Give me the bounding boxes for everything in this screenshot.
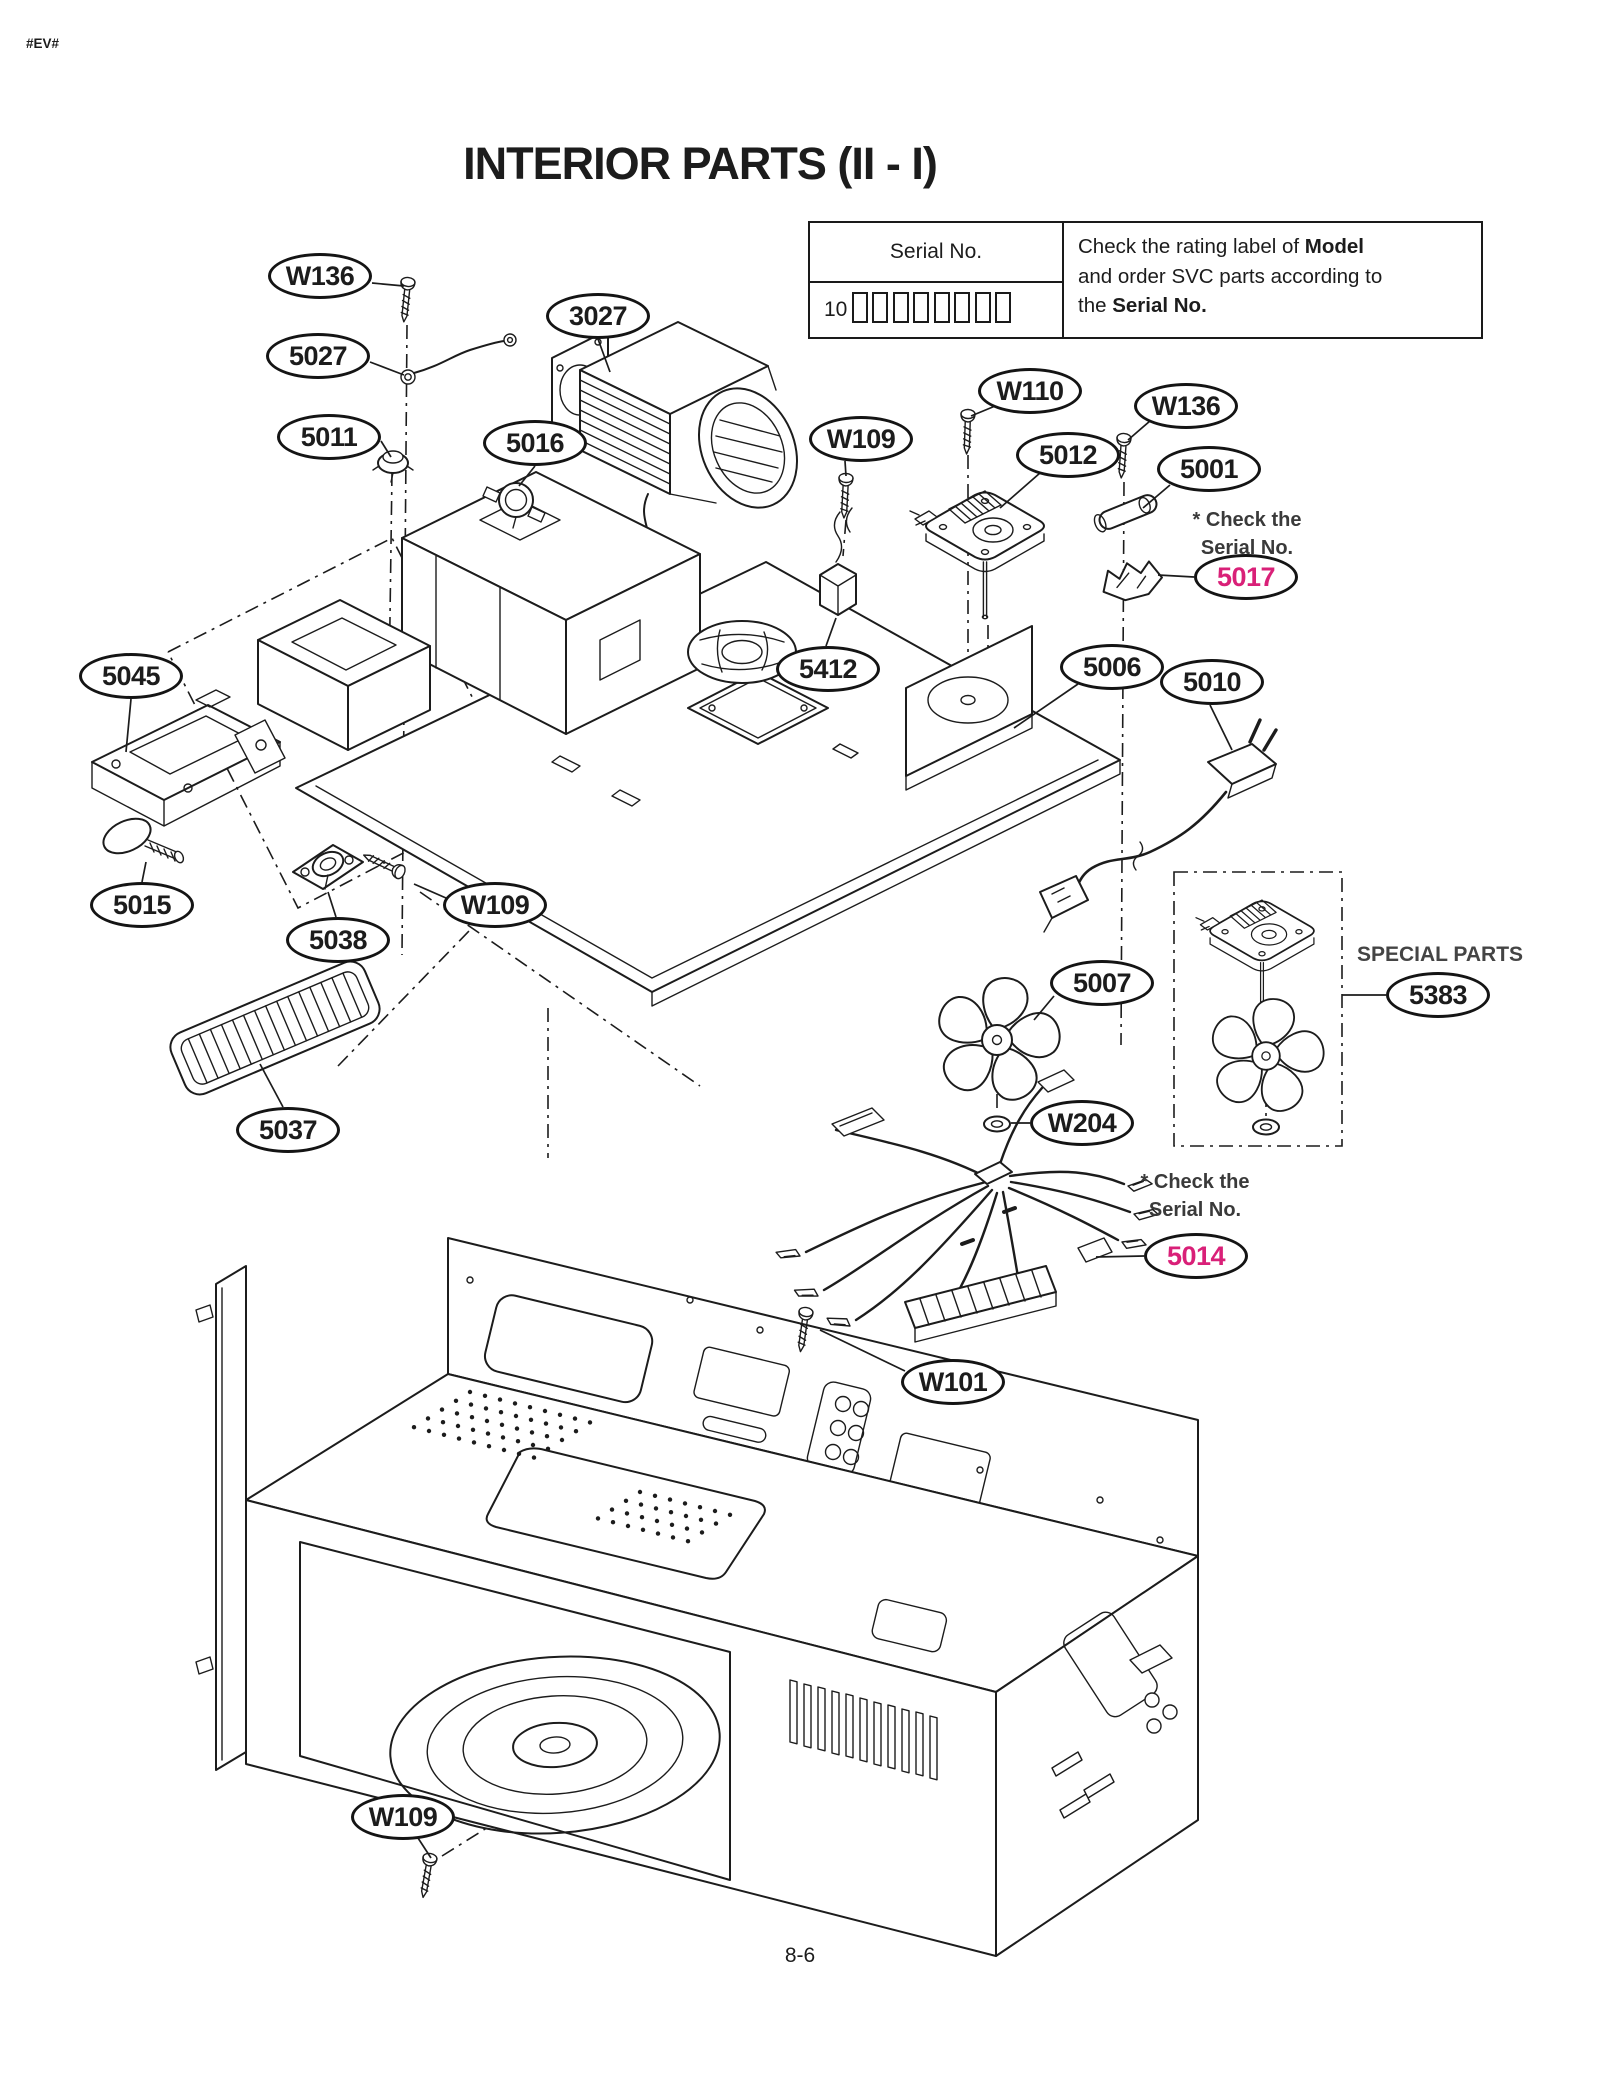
callout-w110: W110 [978, 368, 1082, 414]
special-parts-label: SPECIAL PARTS [1356, 943, 1524, 966]
serial-note-line3: the Serial No. [1078, 294, 1207, 317]
wire-harness-art [774, 1069, 1160, 1343]
page-title: INTERIOR PARTS (II - I) [463, 138, 938, 189]
callout-5412: 5412 [776, 646, 880, 692]
callout-5001: 5001 [1157, 446, 1261, 492]
small-parts-art [372, 333, 1163, 616]
serial-digit-row: 10 [810, 283, 1062, 337]
callout-w109-mid: W109 [809, 416, 913, 462]
callout-w204: W204 [1030, 1100, 1134, 1146]
leader-lines [125, 282, 1386, 1859]
serial-info-table: Serial No. 10 Check the rating label of … [808, 221, 1483, 339]
power-cord-art [1039, 718, 1278, 933]
callout-3027: 3027 [546, 293, 650, 339]
callout-5027: 5027 [266, 333, 370, 379]
page-number: 8-6 [784, 1944, 816, 1967]
callout-w109-bottom: W109 [351, 1794, 455, 1840]
callout-5011: 5011 [277, 414, 381, 460]
corner-mark: #EV# [26, 36, 60, 51]
callout-5015: 5015 [90, 882, 194, 928]
callout-5007: 5007 [1050, 960, 1154, 1006]
callout-5016: 5016 [483, 420, 587, 466]
lamp-and-grille-art [91, 689, 381, 1096]
callout-5006: 5006 [1060, 644, 1164, 690]
callout-w101: W101 [901, 1359, 1005, 1405]
callout-5017: 5017 [1194, 554, 1298, 600]
check-serial-note-mid: * Check the Serial No. [1140, 1171, 1250, 1221]
callout-5383: 5383 [1386, 972, 1490, 1018]
serial-prefix: 10 [824, 298, 848, 321]
vent-slats [789, 1679, 938, 1781]
callout-w109-left: W109 [443, 882, 547, 928]
serial-no-header: Serial No. [810, 223, 1062, 283]
callout-w136-right: W136 [1134, 383, 1238, 429]
serial-no-cell: Serial No. 10 [810, 223, 1064, 337]
callout-w136-top: W136 [268, 253, 372, 299]
callout-5012: 5012 [1016, 432, 1120, 478]
callout-5014: 5014 [1144, 1233, 1248, 1279]
serial-digit-boxes [847, 291, 1012, 329]
callout-5037: 5037 [236, 1107, 340, 1153]
check-serial-note-top: * Check the Serial No. [1192, 509, 1302, 559]
serial-note-line1: Check the rating label of Model [1078, 235, 1364, 258]
callout-5045: 5045 [79, 653, 183, 699]
oven-cavity-art [195, 1237, 1199, 1957]
callout-5010: 5010 [1160, 659, 1264, 705]
serial-note-line2: and order SVC parts according to [1078, 264, 1383, 288]
blower-assembly-art [551, 321, 799, 599]
turntable-motor-art [909, 490, 1045, 620]
serial-note-cell: Check the rating label of Model and orde… [1064, 223, 1481, 337]
callout-5038: 5038 [286, 917, 390, 963]
special-parts-box [1173, 871, 1343, 1147]
